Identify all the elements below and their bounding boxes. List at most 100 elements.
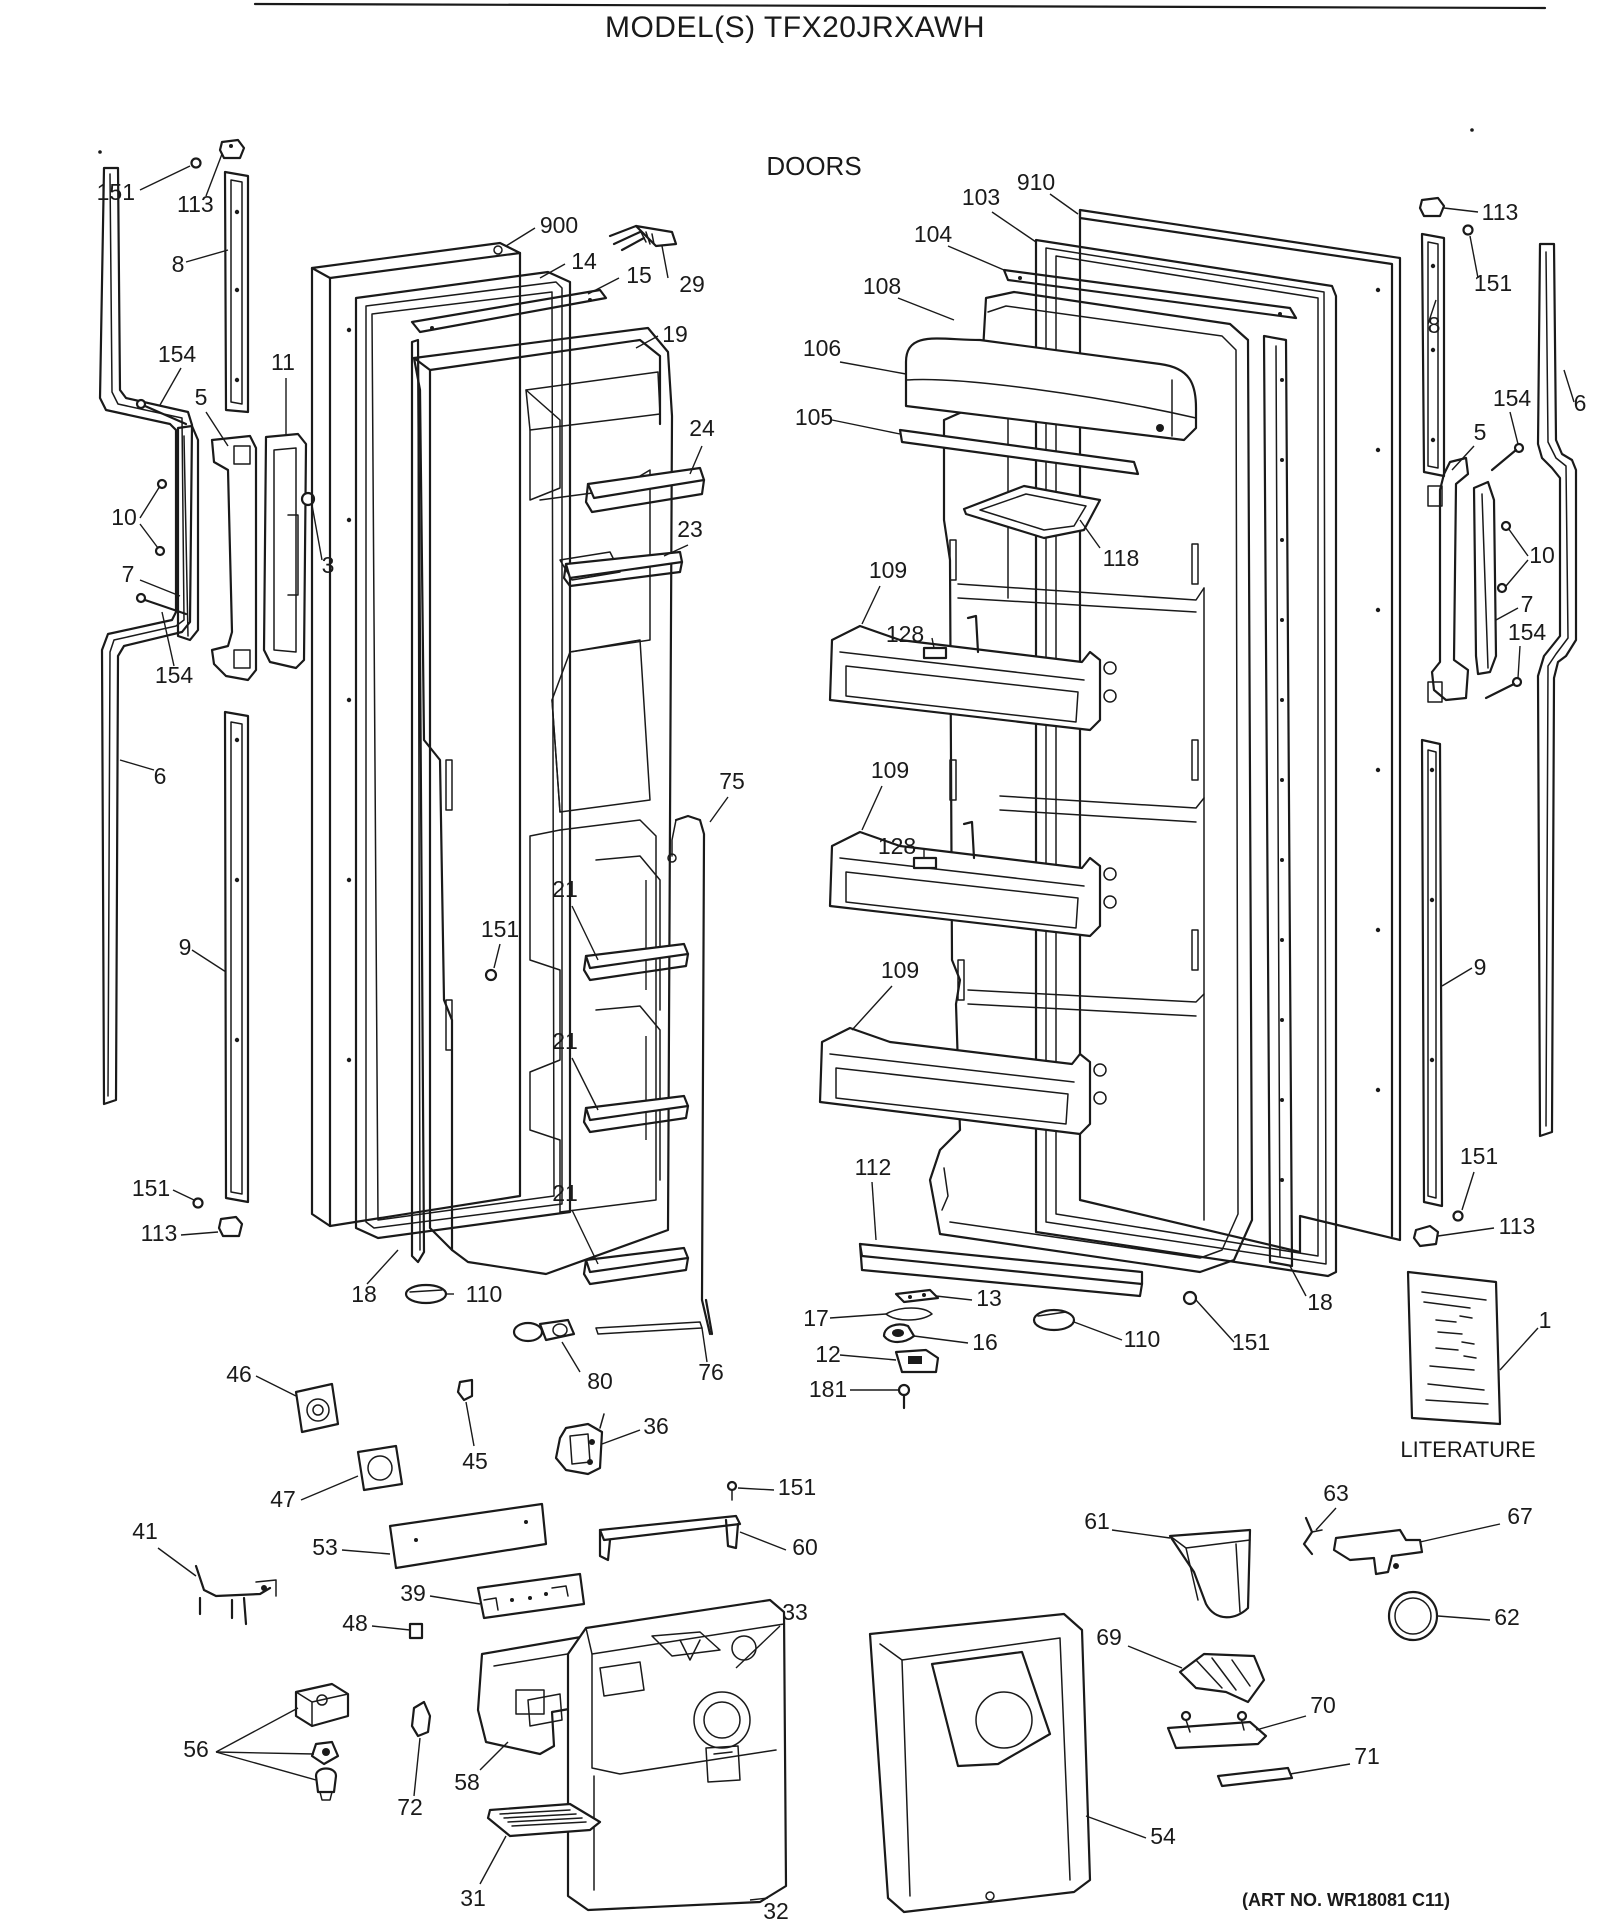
part-label-24: 24 [689, 415, 715, 441]
seal-71 [1216, 1766, 1294, 1788]
freezer-door-outer-900 [310, 241, 522, 1228]
ice-chute-61 [1168, 1528, 1252, 1619]
freezer-hinge-strip-18 [410, 338, 426, 1264]
dispenser-housing-32 [566, 1598, 788, 1912]
part-label-110: 110 [1124, 1326, 1161, 1352]
part-label-8: 8 [172, 251, 185, 277]
part-label-13: 13 [976, 1285, 1002, 1311]
part-label-151: 151 [97, 179, 135, 205]
part-label-17: 17 [803, 1305, 829, 1331]
part-label-128: 128 [878, 833, 916, 859]
bracket-36 [554, 1413, 605, 1476]
screw-151-bottom-center [1182, 1290, 1198, 1306]
part-label-105: 105 [795, 404, 833, 430]
part-label-53: 53 [312, 1534, 338, 1560]
part-label-45: 45 [462, 1448, 488, 1474]
left-screw-154-bottom [135, 592, 188, 616]
right-handle-mount-5 [1427, 456, 1470, 703]
part-label-36: 36 [643, 1413, 669, 1439]
part-label-63: 63 [1323, 1480, 1349, 1506]
part-label-113: 113 [141, 1220, 178, 1246]
part-label-151: 151 [1460, 1143, 1498, 1169]
part-label-72: 72 [397, 1794, 423, 1820]
part-label-56: 56 [183, 1736, 209, 1762]
part-label-6: 6 [1574, 390, 1587, 416]
part-label-151: 151 [481, 916, 519, 942]
door-bin-109-top [828, 614, 1117, 732]
part-label-5: 5 [195, 384, 208, 410]
clip-45 [456, 1378, 474, 1402]
part-label-181: 181 [809, 1376, 847, 1402]
part-label-62: 62 [1494, 1604, 1520, 1630]
part-label-21: 21 [552, 876, 578, 902]
drip-tray-31 [486, 1802, 602, 1838]
foot-pad-110-left [404, 1283, 448, 1305]
part-label-113: 113 [1499, 1213, 1536, 1239]
part-label-12: 12 [815, 1341, 841, 1367]
dairy-door-106 [904, 337, 1198, 442]
dairy-bin-105 [898, 428, 1140, 476]
part-label-128: 128 [886, 621, 924, 647]
part-label-48: 48 [342, 1610, 368, 1636]
part-label-109: 109 [881, 957, 919, 983]
harness-29 [608, 224, 678, 252]
lever-70 [1166, 1710, 1268, 1750]
left-handle-7 [176, 424, 200, 642]
part-label-71: 71 [1354, 1743, 1380, 1769]
hinge-13 [894, 1288, 940, 1304]
part-label-10: 10 [111, 504, 137, 530]
part-label-80: 80 [587, 1368, 613, 1394]
part-label-3: 3 [322, 552, 335, 578]
part-label-112: 112 [855, 1154, 892, 1180]
part-label-9: 9 [1474, 954, 1487, 980]
chute-door-69 [1178, 1652, 1266, 1704]
fresh-food-door-outer-910 [1078, 208, 1402, 1254]
part-label-154: 154 [1508, 619, 1547, 645]
light-bulb [314, 1767, 338, 1801]
left-side-trim-6 [98, 166, 194, 1106]
freezer-rail-21-bottom [582, 1246, 690, 1286]
freezer-rail-21-top [582, 942, 690, 982]
right-screw-154-bottom [1484, 676, 1523, 700]
freezer-liner-19 [412, 326, 674, 1276]
screw-151-bottom-right [1452, 1210, 1464, 1222]
part-label-154: 154 [1493, 385, 1532, 411]
model-title: MODEL(S) TFX20JRXAWH [605, 11, 985, 44]
freezer-rail-24 [584, 466, 706, 514]
part-label-46: 46 [226, 1361, 252, 1387]
part-label-18: 18 [1307, 1289, 1333, 1315]
part-label-109: 109 [869, 557, 907, 583]
part-label-110: 110 [466, 1281, 503, 1307]
part-label-151: 151 [132, 1175, 170, 1201]
part-label-900: 900 [540, 212, 578, 238]
part-label-21: 21 [552, 1180, 578, 1206]
fresh-food-liner-108 [928, 290, 1254, 1274]
literature-booklet-1 [1406, 1270, 1502, 1426]
left-trim-9 [223, 710, 250, 1204]
part-label-60: 60 [792, 1534, 818, 1560]
freezer-rail-21-middle [582, 1094, 690, 1134]
door-bin-109-middle [828, 820, 1117, 938]
panel-53 [388, 1502, 548, 1570]
part-label-70: 70 [1310, 1692, 1336, 1718]
water-tube-76 [595, 1321, 703, 1335]
part-label-154: 154 [155, 662, 194, 688]
part-label-5: 5 [1474, 419, 1487, 445]
left-cap-113-bottom [217, 1215, 244, 1238]
part-label-29: 29 [679, 271, 705, 297]
part-label-16: 16 [972, 1329, 998, 1355]
part-label-54: 54 [1150, 1823, 1176, 1849]
part-label-10: 10 [1529, 542, 1555, 568]
screw-151-top-right [1462, 224, 1474, 236]
left-screw-10-bottom [154, 545, 166, 557]
hinge-parts-group [882, 1288, 940, 1410]
part-label-106: 106 [803, 335, 841, 361]
switch-46 [294, 1382, 340, 1434]
part-label-109: 109 [871, 757, 909, 783]
part-label-67: 67 [1507, 1503, 1533, 1529]
part-label-8: 8 [1428, 312, 1441, 338]
foot-pad-110-right [1032, 1308, 1076, 1332]
part-label-75: 75 [719, 768, 745, 794]
literature-label: LITERATURE [1400, 1437, 1535, 1462]
